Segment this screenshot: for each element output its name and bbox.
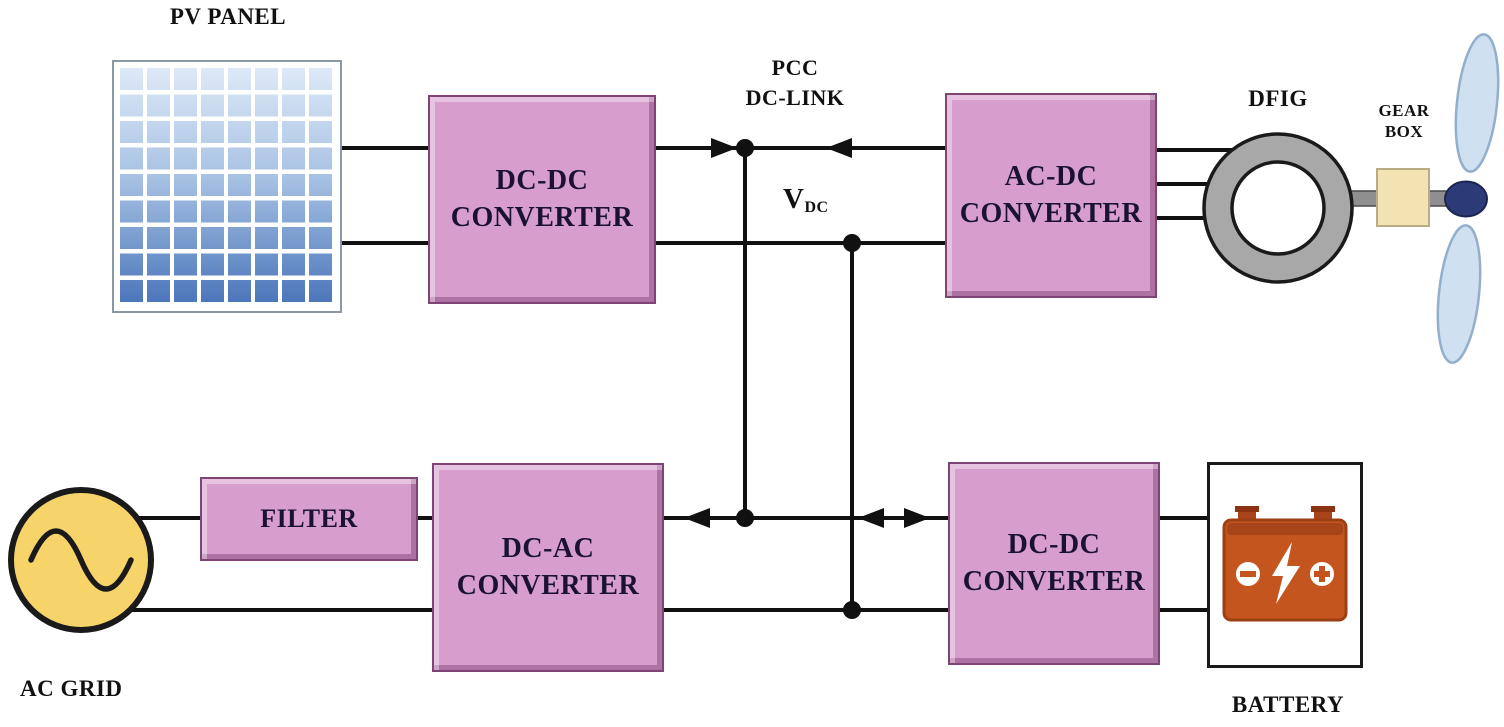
pcc-label-line1: PCC bbox=[771, 55, 819, 80]
vdc-subscript: DC bbox=[804, 199, 829, 217]
dfig-ring bbox=[1204, 134, 1352, 282]
pv-panel bbox=[112, 60, 342, 313]
junction-bus1-bottom bbox=[736, 509, 754, 527]
gear-box-icon bbox=[1376, 168, 1430, 227]
plus-bar-v bbox=[1319, 566, 1325, 582]
arrow-right-bidirectional bbox=[904, 508, 930, 528]
junction-bus2-top bbox=[843, 234, 861, 252]
battery-terminal-cap-left bbox=[1235, 506, 1259, 512]
ac-grid-label: AC GRID bbox=[20, 676, 123, 701]
vdc-label: VDC bbox=[783, 183, 863, 217]
filter-block: FILTER bbox=[200, 477, 418, 561]
junction-pcc bbox=[736, 139, 754, 157]
turbine-blade-bottom bbox=[1436, 224, 1482, 364]
arrow-left-into-dcac bbox=[684, 508, 710, 528]
dfig-label: DFIG bbox=[1248, 86, 1308, 111]
gear-box-label: GEAR BOX bbox=[1366, 100, 1442, 143]
dcdc-converter-top-block: DC-DC CONVERTER bbox=[428, 95, 656, 304]
battery-top-strip bbox=[1227, 523, 1343, 535]
block-label-line2: CONVERTER bbox=[456, 569, 640, 601]
turbine-hub bbox=[1444, 180, 1488, 218]
battery-box bbox=[1207, 462, 1363, 668]
gear-label-line1: GEAR bbox=[1378, 101, 1430, 120]
wind-turbine-icon bbox=[1436, 33, 1500, 364]
dfig-inner-outline bbox=[1230, 160, 1326, 256]
turbine-blade-top bbox=[1454, 33, 1500, 173]
block-label-line2: CONVERTER bbox=[959, 197, 1143, 229]
junction-dots bbox=[736, 139, 861, 619]
arrow-right-into-pcc bbox=[711, 138, 737, 158]
gear-label-line2: BOX bbox=[1384, 122, 1424, 142]
vdc-symbol: V bbox=[783, 183, 805, 215]
dcac-converter-block: DC-AC CONVERTER bbox=[432, 463, 664, 672]
dcdc-converter-bottom-block: DC-DC CONVERTER bbox=[948, 462, 1160, 665]
block-label-line1: DC-AC bbox=[501, 533, 595, 565]
pv-panel-label: PV PANEL bbox=[169, 4, 287, 29]
block-label-line2: CONVERTER bbox=[450, 201, 634, 233]
block-label-line1: FILTER bbox=[260, 504, 358, 534]
arrow-left-bidirectional bbox=[858, 508, 884, 528]
flow-arrows bbox=[684, 138, 930, 528]
ac-grid-source bbox=[8, 487, 154, 633]
battery-icon bbox=[1222, 506, 1348, 622]
block-label-line2: CONVERTER bbox=[962, 565, 1146, 597]
battery-terminal-cap-right bbox=[1311, 506, 1335, 512]
solar-cells-icon bbox=[120, 68, 334, 305]
junction-bus2-bottom bbox=[843, 601, 861, 619]
battery-label: BATTERY bbox=[1231, 692, 1345, 717]
block-label-line1: DC-DC bbox=[495, 165, 589, 197]
wires bbox=[100, 146, 1240, 612]
block-label-line1: AC-DC bbox=[1004, 161, 1098, 193]
block-label-line1: DC-DC bbox=[1007, 529, 1101, 561]
dfig-outer-outline bbox=[1202, 132, 1354, 284]
acdc-converter-block: AC-DC CONVERTER bbox=[945, 93, 1157, 298]
arrow-left-from-acdc bbox=[826, 138, 852, 158]
dfig-generator bbox=[1202, 132, 1354, 284]
minus-bar bbox=[1240, 571, 1256, 577]
sine-wave-icon bbox=[28, 528, 134, 592]
pcc-dclink-label: PCC DC-LINK bbox=[720, 53, 870, 112]
pcc-label-line2: DC-LINK bbox=[745, 84, 845, 110]
lightning-icon bbox=[1272, 542, 1300, 604]
